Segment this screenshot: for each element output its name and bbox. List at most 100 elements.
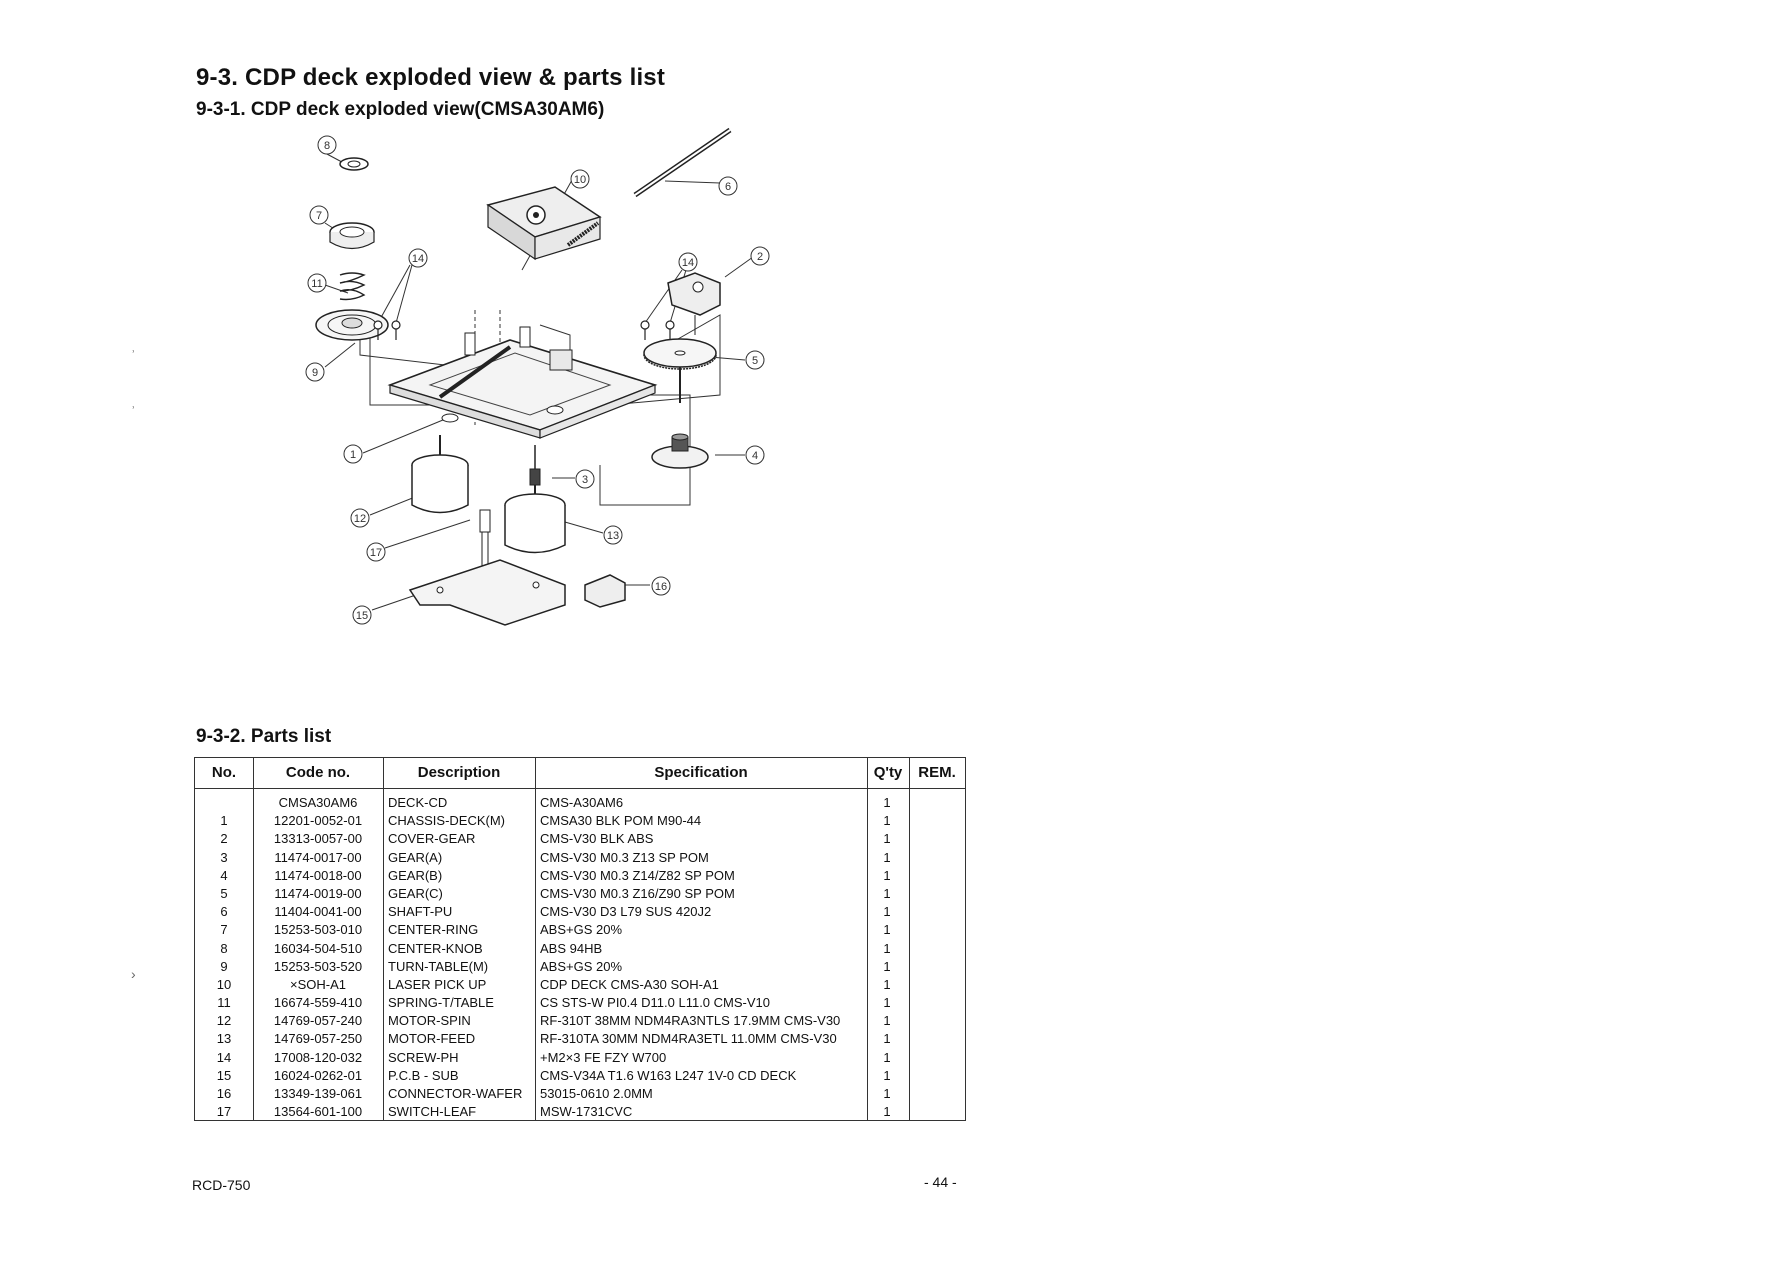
cell-no: 1	[220, 813, 228, 829]
cell-no: 9	[220, 958, 228, 974]
cell-no: 3	[220, 849, 228, 865]
cell-code: 13349-139-061	[273, 1086, 363, 1101]
cell-no: 4	[220, 867, 228, 883]
cell-qty: 1	[883, 813, 891, 829]
cell-spec: +M2×3 FE FZY W700	[540, 1049, 667, 1065]
cell-qty: 1	[883, 1067, 891, 1083]
cell-spec: CMS-V30 D3 L79 SUS 420J2	[540, 904, 712, 920]
callout-16: 16	[651, 576, 671, 596]
svg-text:17: 17	[370, 547, 382, 559]
cell-qty: 1	[883, 885, 891, 901]
callout-3: 3	[575, 469, 595, 489]
cell-qty: 1	[883, 1013, 891, 1029]
cell-code: 15253-503-520	[273, 958, 363, 974]
cell-no: 2	[220, 831, 228, 847]
callout-11: 11	[307, 273, 327, 293]
svg-text:10: 10	[574, 174, 586, 186]
cell-spec: MSW-1731CVC	[540, 1104, 633, 1120]
callout-17: 17	[366, 542, 386, 562]
cell-desc: MOTOR-SPIN	[388, 1013, 471, 1029]
exploded-view-heading: 9-3-1. CDP deck exploded view(CMSA30AM6)	[196, 99, 605, 120]
cell-spec: CMS-V30 M0.3 Z13 SP POM	[540, 849, 709, 865]
cell-qty: 1	[883, 995, 891, 1011]
svg-text:8: 8	[324, 140, 330, 152]
cell-code: 15253-503-010	[273, 922, 363, 938]
cell-qty: 1	[883, 922, 891, 938]
header-qty: Q'ty	[873, 764, 903, 781]
cell-code: 13564-601-100	[273, 1104, 363, 1120]
callout-15: 15	[352, 605, 372, 625]
cell-code: 14769-057-250	[273, 1031, 363, 1047]
cell-no: 10	[216, 976, 232, 992]
header-description: Description	[417, 764, 501, 781]
cell-no: 11	[217, 995, 231, 1011]
callout-1: 1	[343, 444, 363, 464]
cell-no: 5	[220, 885, 228, 901]
cell-qty: 1	[883, 867, 891, 883]
callout-2: 2	[750, 246, 770, 266]
callout-6: 6	[718, 176, 738, 196]
callout-14-left: 14	[408, 248, 428, 268]
cell-qty: 1	[883, 849, 891, 865]
cell-desc: CENTER-KNOB	[388, 940, 483, 956]
callout-7: 7	[309, 205, 329, 225]
cell-spec: RF-310T 38MM NDM4RA3NTLS 17.9MM CMS-V30	[540, 1013, 841, 1029]
header-specification: Specification	[654, 764, 748, 781]
cell-code: 14769-057-240	[273, 1013, 363, 1029]
svg-text:4: 4	[752, 450, 758, 462]
cell-spec: CMS-V30 M0.3 Z14/Z82 SP POM	[540, 867, 735, 883]
svg-text:7: 7	[316, 210, 322, 222]
cell-code: 16674-559-410	[273, 995, 363, 1011]
cell-desc: SPRING-T/TABLE	[388, 995, 494, 1011]
cell-spec: 53015-0610 2.0MM	[540, 1086, 653, 1101]
svg-text:5: 5	[752, 355, 758, 367]
callout-8: 8	[317, 135, 337, 155]
cell-spec: CMSA30 BLK POM M90-44	[540, 813, 702, 829]
cell-qty: 1	[883, 795, 891, 810]
cell-desc: MOTOR-FEED	[388, 1031, 476, 1047]
scan-mark: ˒	[131, 340, 136, 356]
page-title: 9-3. CDP deck exploded view & parts list	[196, 64, 666, 91]
svg-text:14: 14	[412, 253, 424, 265]
svg-text:1: 1	[350, 449, 356, 461]
cell-qty: 1	[883, 976, 891, 992]
cell-spec: RF-310TA 30MM NDM4RA3ETL 11.0MM CMS-V30	[540, 1031, 837, 1047]
cell-spec: ABS+GS 20%	[540, 958, 623, 974]
cell-no: 15	[216, 1067, 232, 1083]
header-code: Code no.	[285, 764, 351, 781]
cell-no: 12	[216, 1013, 232, 1029]
callout-4: 4	[745, 445, 765, 465]
svg-text:9: 9	[312, 367, 318, 379]
cell-qty: 1	[883, 904, 891, 920]
callout-13: 13	[603, 525, 623, 545]
cell-no: 8	[220, 940, 228, 956]
cell-spec: CMS-V34A T1.6 W163 L247 1V-0 CD DECK	[540, 1067, 797, 1083]
cell-desc: P.C.B - SUB	[388, 1067, 459, 1083]
cell-spec: CS STS-W PI0.4 D11.0 L11.0 CMS-V10	[540, 995, 770, 1011]
cell-code: CMSA30AM6	[278, 795, 358, 810]
cell-qty: 1	[883, 1049, 891, 1065]
cell-desc: SWITCH-LEAF	[388, 1104, 477, 1120]
table-row: 11 16674-559-410 SPRING-T/TABLE CS STS-W PI…	[195, 994, 965, 1012]
cell-code: 16024-0262-01	[273, 1067, 363, 1083]
cell-code: 11474-0019-00	[274, 885, 362, 901]
callout-9: 9	[305, 362, 325, 382]
cell-desc: GEAR(C)	[388, 885, 443, 901]
callout-10: 10	[570, 169, 590, 189]
scan-mark: ˒	[131, 396, 136, 412]
cell-no: 7	[220, 922, 228, 938]
cell-spec: CMS-V30 BLK ABS	[540, 831, 654, 847]
header-remarks: REM.	[918, 764, 956, 781]
svg-text:16: 16	[655, 581, 667, 593]
